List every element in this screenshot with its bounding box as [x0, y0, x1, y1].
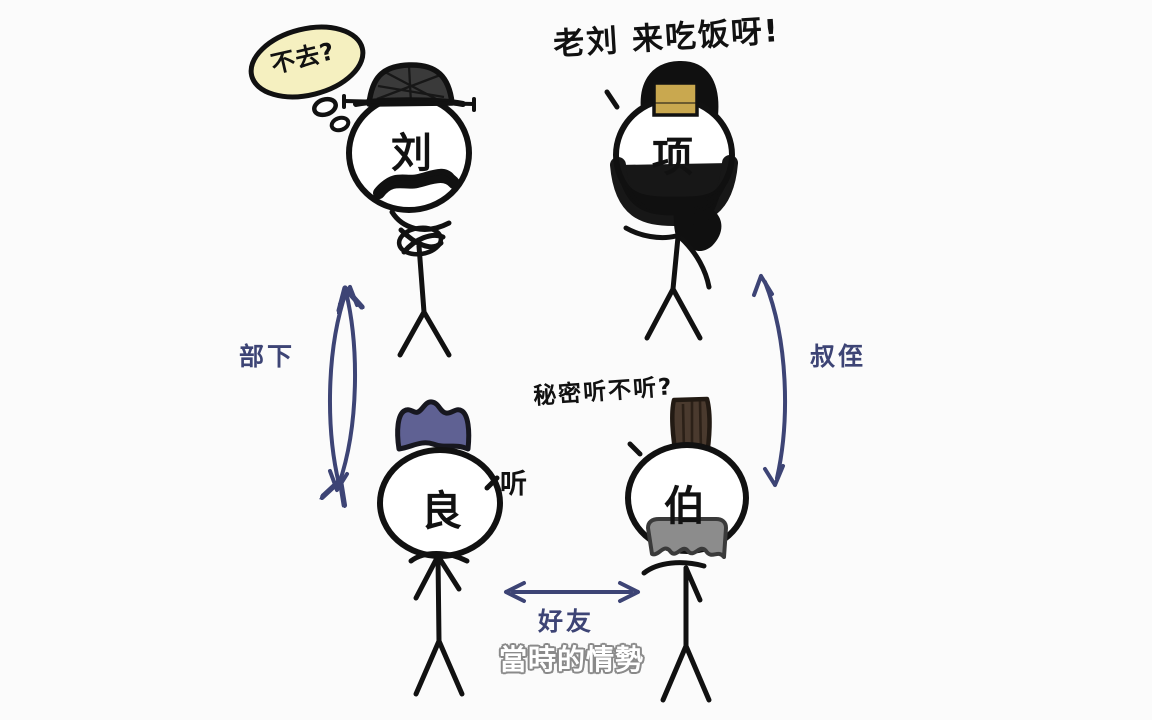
thought-bubble: [248, 24, 366, 133]
relation-label-friends: 好友: [538, 607, 595, 636]
figure-bo: [625, 396, 749, 703]
figure-liu-face-char: 刘: [391, 129, 432, 177]
figure-liang-face-char: 良: [421, 487, 462, 535]
relation-label-uncle-nephew: 叔侄: [810, 342, 867, 371]
speech-listen-text: 听: [500, 469, 529, 500]
relation-arrow-friends: [504, 581, 640, 603]
relation-arrow-uncle-nephew: [752, 274, 788, 487]
figure-bo-face-char: 伯: [664, 482, 705, 530]
figure-xiang-face-char: 项: [652, 133, 693, 181]
figure-xiang: [604, 60, 738, 341]
figure-liang: [377, 399, 503, 697]
relation-label-subordinate: 部下: [239, 342, 296, 371]
figure-liu: [342, 62, 476, 358]
relation-arrow-subordinate: [330, 285, 357, 490]
watermark-title: 當時的情勢: [499, 643, 645, 676]
